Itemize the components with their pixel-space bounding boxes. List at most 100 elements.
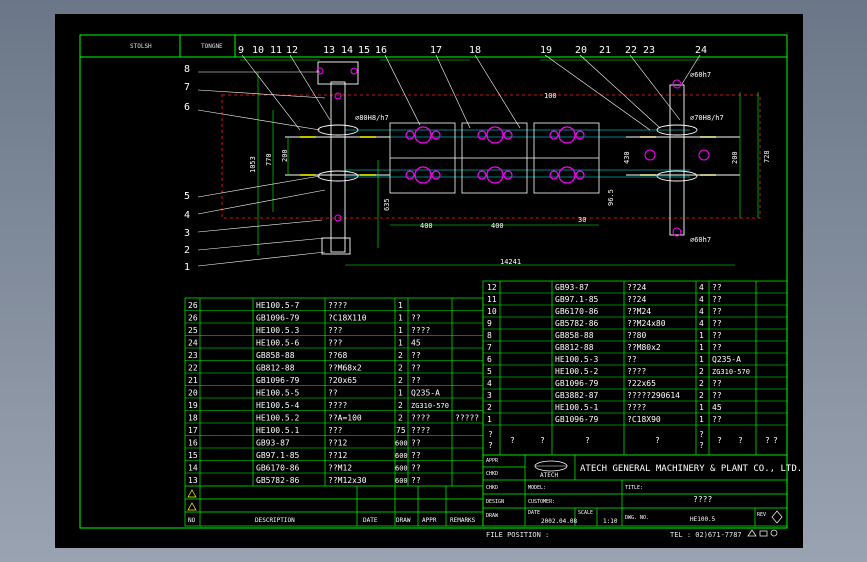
bl-desc-14: ??M12x30 <box>328 476 367 485</box>
brh-5: ? <box>585 436 590 445</box>
bom-right-rows <box>483 292 787 426</box>
bl-no-4: 23 <box>188 351 198 360</box>
title-block-values: ATECH GENERAL MACHINERY & PLANT CO., LTD… <box>541 464 802 525</box>
file-position: FILE POSITION : <box>486 531 549 539</box>
rev-h-appr: APPR <box>422 517 437 524</box>
bl-qty-5: 2 <box>398 364 403 373</box>
bl-desc-2: ??? <box>328 326 343 335</box>
balloon-8: 8 <box>184 64 190 75</box>
br-desc-2: ??M24 <box>627 307 651 316</box>
rev-h-no: NO <box>188 517 196 524</box>
br-desc-11: ?C18X90 <box>627 415 661 424</box>
br-mat-6: Q235-A <box>712 355 741 364</box>
bl-code-14: GB5782-86 <box>256 476 300 485</box>
revision-triangles <box>187 489 197 511</box>
br-code-4: GB858-88 <box>555 331 594 340</box>
bl-desc-5: ??M68x2 <box>328 364 362 373</box>
balloon-4: 4 <box>184 210 190 221</box>
br-qty-0: 4 <box>699 283 704 292</box>
brh-12: ? <box>773 436 778 445</box>
bl-qty-1: 1 <box>398 314 403 323</box>
bl-desc-11: ??12 <box>328 439 347 448</box>
br-desc-10: ???? <box>627 403 646 412</box>
br-code-0: GB93-87 <box>555 283 589 292</box>
br-mat-8: ?? <box>712 379 722 388</box>
br-code-1: GB97.1-85 <box>555 295 599 304</box>
br-desc-1: ??24 <box>627 295 646 304</box>
dim-728: 728 <box>763 150 771 163</box>
bl-code-3: HE100.5-6 <box>256 339 300 348</box>
balloon-3: 3 <box>184 228 190 239</box>
br-code-6: HE100.5-3 <box>555 355 599 364</box>
bom-right-header: ? ? ? ? ? ? ? ? ? ? ? ? <box>488 430 778 450</box>
br-code-7: HE100.5-2 <box>555 367 599 376</box>
br-qty-8: 2 <box>699 379 704 388</box>
balloon-23: 23 <box>643 45 655 56</box>
br-no-5: 7 <box>487 343 492 352</box>
conveyor-envelope <box>221 94 761 219</box>
bl-code-5: GB812-88 <box>256 364 295 373</box>
dim-30: 30 <box>578 216 586 224</box>
title-block-grid <box>482 454 788 527</box>
bl-code-0: HE100.5-7 <box>256 301 300 310</box>
bl-no-10: 17 <box>188 426 198 435</box>
bl-no-9: 18 <box>188 414 198 423</box>
br-mat-4: ?? <box>712 331 722 340</box>
bl-mat-1: ?? <box>411 314 421 323</box>
brh-1: ? <box>488 430 493 439</box>
rev-h-date: DATE <box>363 517 378 524</box>
dim-70h8: ⌀70H8/h7 <box>690 114 724 122</box>
bl-mat-10: ???? <box>411 426 430 435</box>
bl-code-7: HE100.5-5 <box>256 389 300 398</box>
balloon-7: 7 <box>184 82 190 93</box>
bl-mat-6: ?? <box>411 376 421 385</box>
tb-customer: CUSTOMER: <box>528 499 555 505</box>
brh-4: ? <box>540 436 545 445</box>
logo-text: ATECH <box>540 472 558 479</box>
dim-80h8: ⌀80H8/h7 <box>355 114 389 122</box>
stamp-mid: TONGNE <box>201 43 223 50</box>
bl-mat-11: ?? <box>411 439 421 448</box>
bl-mat-2: ???? <box>411 326 430 335</box>
stamp-left: STOLSH <box>130 43 152 50</box>
bl-code-4: GB858-88 <box>256 351 295 360</box>
br-desc-0: ??24 <box>627 283 646 292</box>
br-qty-4: 1 <box>699 331 704 340</box>
bl-qty-13: 600 <box>395 465 408 473</box>
br-no-1: 11 <box>487 295 497 304</box>
brh-11: ? <box>765 436 770 445</box>
bl-code-12: GB97.1-85 <box>256 451 300 460</box>
tb-date-value: 2002.04.08 <box>541 518 578 525</box>
dim-60h7-top: ⌀60h7 <box>690 71 711 79</box>
brh-7: ? <box>699 430 704 439</box>
tb-date-label: DATE <box>528 510 540 516</box>
bl-no-5: 22 <box>188 364 198 373</box>
rev-diamond-icon <box>771 510 783 524</box>
br-code-9: GB3882-87 <box>555 391 599 400</box>
br-qty-1: 4 <box>699 295 704 304</box>
bl-code-8: HE100.5-4 <box>256 401 300 410</box>
br-desc-8: ?22x65 <box>627 379 656 388</box>
balloon-5: 5 <box>184 191 190 202</box>
bl-no-2: 25 <box>188 326 198 335</box>
br-code-10: HE100.5-1 <box>555 403 599 412</box>
bl-no-7: 20 <box>188 389 198 398</box>
br-desc-4: ??80 <box>627 331 646 340</box>
bl-code-11: GB93-87 <box>256 439 290 448</box>
dim-60h7-bot: ⌀60h7 <box>690 236 711 244</box>
br-mat-5: ?? <box>712 343 722 352</box>
br-mat-10: 45 <box>712 403 722 412</box>
br-mat-1: ?? <box>712 295 722 304</box>
bl-no-12: 15 <box>188 451 198 460</box>
atech-logo: ATECH <box>534 460 568 479</box>
title-block-text: APPR CHKD CHKD DESIGN DRAW MODEL: CUSTOM… <box>486 458 766 521</box>
bl-qty-8: 2 <box>398 401 403 410</box>
bl-desc-12: ??12 <box>328 451 347 460</box>
left-balloons: 8 7 6 5 4 3 2 1 <box>184 64 190 273</box>
br-code-3: GB5782-86 <box>555 319 599 328</box>
bl-desc-9: ??A=100 <box>328 414 362 423</box>
tb-scale-label: SCALE <box>578 510 593 516</box>
br-qty-3: 4 <box>699 319 704 328</box>
